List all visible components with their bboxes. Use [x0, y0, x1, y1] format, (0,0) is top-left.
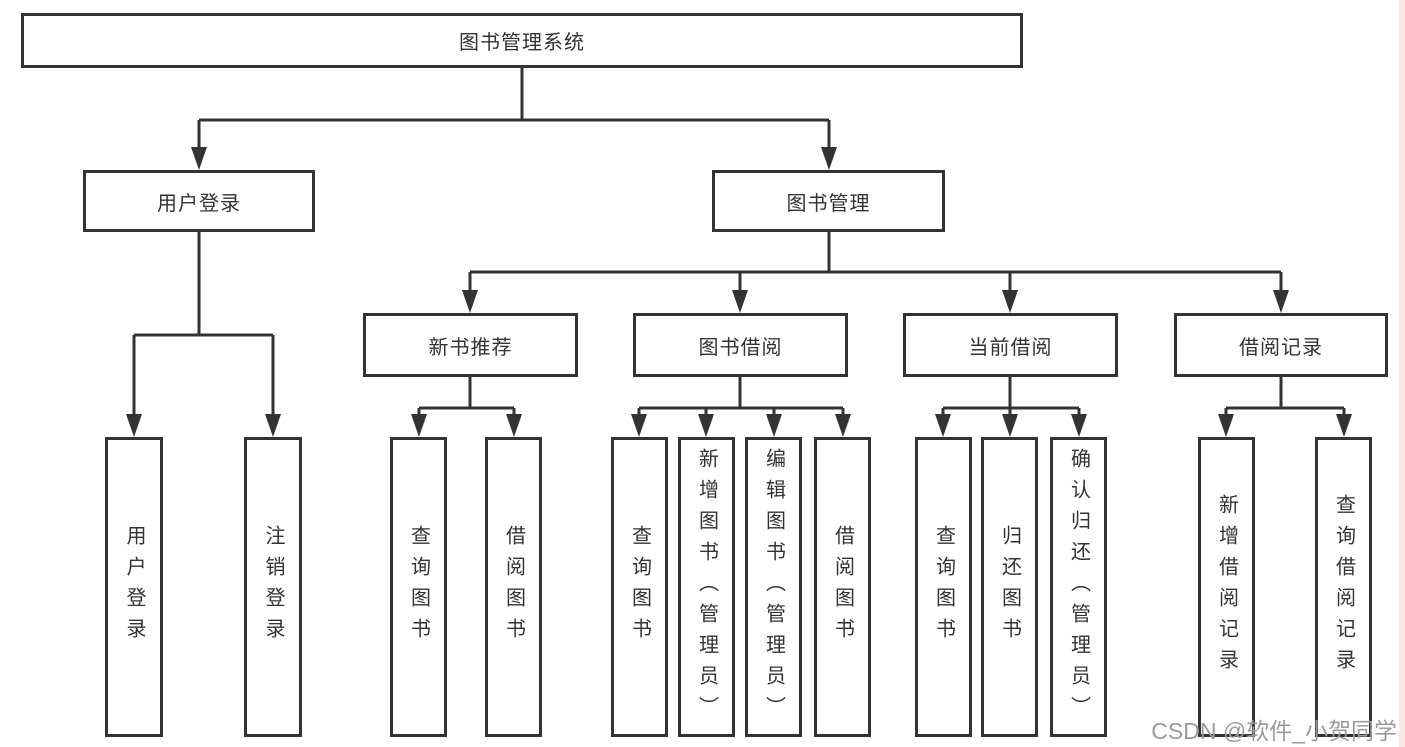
leaf-current-confirm-label: 确认归还（管理员） [1067, 447, 1090, 727]
leaf-record-add: 新增借阅记录 [1198, 437, 1255, 737]
node-book-management-label: 图书管理 [786, 192, 871, 215]
node-book-borrow: 图书借阅 [633, 313, 848, 377]
leaf-borrow-borrow-label: 借阅图书 [831, 525, 854, 649]
leaf-current-confirm: 确认归还（管理员） [1050, 437, 1107, 737]
leaf-record-query: 查询借阅记录 [1315, 437, 1372, 737]
node-root-label: 图书管理系统 [459, 32, 585, 54]
node-book-borrow-label: 图书借阅 [698, 336, 783, 359]
leaf-record-query-label: 查询借阅记录 [1332, 494, 1355, 680]
leaf-newbook-borrow: 借阅图书 [485, 437, 542, 737]
leaf-borrow-edit-label: 编辑图书（管理员） [762, 447, 785, 727]
leaf-current-return-label: 归还图书 [998, 525, 1021, 649]
leaf-logout-label: 注销登录 [262, 525, 284, 649]
leaf-borrow-add: 新增图书（管理员） [678, 437, 735, 737]
leaf-borrow-borrow: 借阅图书 [814, 437, 871, 737]
leaf-newbook-borrow-label: 借阅图书 [502, 525, 525, 649]
node-user-login: 用户登录 [83, 170, 315, 232]
node-book-management: 图书管理 [712, 170, 945, 232]
connector-lines [132, 68, 1346, 432]
node-new-book-recommend: 新书推荐 [363, 313, 578, 377]
leaf-current-query: 查询图书 [915, 437, 972, 737]
watermark-text: CSDN @软件_小贺同学 [1151, 718, 1397, 744]
leaf-user-login: 用户登录 [105, 437, 163, 737]
leaf-user-login-label: 用户登录 [123, 525, 145, 649]
node-current-borrow-label: 当前借阅 [968, 336, 1053, 359]
leaf-borrow-query: 查询图书 [611, 437, 668, 737]
node-root: 图书管理系统 [21, 13, 1023, 68]
leaf-record-add-label: 新增借阅记录 [1215, 494, 1238, 680]
node-borrow-record-label: 借阅记录 [1239, 336, 1323, 359]
leaf-newbook-query-label: 查询图书 [407, 525, 430, 649]
leaf-current-return: 归还图书 [981, 437, 1038, 737]
leaf-borrow-add-label: 新增图书（管理员） [695, 447, 718, 727]
leaf-newbook-query: 查询图书 [390, 437, 447, 737]
node-user-login-label: 用户登录 [157, 192, 241, 215]
node-new-book-recommend-label: 新书推荐 [428, 336, 513, 359]
leaf-logout: 注销登录 [244, 437, 302, 737]
node-current-borrow: 当前借阅 [903, 313, 1118, 377]
leaf-current-query-label: 查询图书 [932, 525, 955, 649]
leaf-borrow-query-label: 查询图书 [628, 525, 651, 649]
leaf-borrow-edit: 编辑图书（管理员） [745, 437, 802, 737]
node-borrow-record: 借阅记录 [1174, 313, 1388, 377]
right-edge-strip [1399, 0, 1405, 747]
